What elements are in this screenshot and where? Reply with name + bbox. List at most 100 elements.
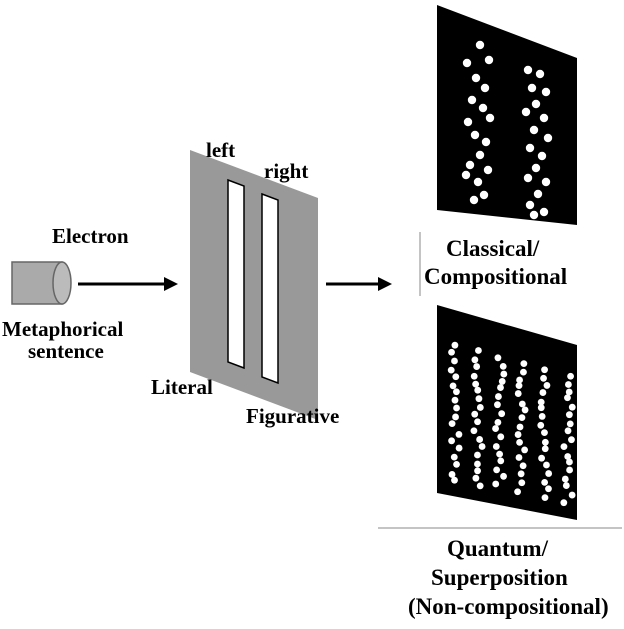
quantum-dot (518, 414, 526, 422)
classical-dot-pattern (461, 40, 553, 220)
quantum-dot (518, 479, 526, 487)
classical-dot (463, 117, 473, 127)
quantum-dot (492, 425, 499, 432)
quantum-label-line1: Quantum/ (447, 536, 549, 561)
quantum-dot (566, 420, 574, 428)
quantum-dot (470, 372, 478, 380)
quantum-dot (474, 460, 481, 468)
quantum-dot (474, 467, 481, 475)
quantum-dot (453, 404, 460, 412)
quantum-dot (537, 404, 545, 412)
quantum-dot (494, 401, 501, 409)
quantum-dot (451, 476, 458, 484)
classical-dot (533, 189, 543, 199)
quantum-dot (493, 466, 501, 474)
left-label: left (206, 138, 235, 162)
quantum-dot (514, 390, 522, 397)
arrow-to-screens (326, 277, 392, 291)
quantum-dot (560, 443, 568, 451)
quantum-dot (449, 382, 457, 390)
quantum-dot (538, 454, 545, 462)
quantum-dot (471, 356, 479, 364)
source-cylinder-icon (11, 261, 72, 305)
quantum-dot (515, 382, 523, 390)
quantum-dot (495, 393, 502, 400)
quantum-dot (564, 427, 572, 435)
classical-dot (479, 190, 489, 200)
quantum-dot (453, 460, 460, 468)
quantum-dot (515, 454, 523, 461)
classical-dot (521, 107, 531, 117)
double-slit-barrier (190, 150, 318, 420)
quantum-dot (518, 400, 526, 408)
quantum-dot (540, 374, 547, 382)
literal-label: Literal (151, 375, 213, 399)
quantum-label-line3: (Non-compositional) (408, 594, 609, 619)
quantum-dot (447, 366, 455, 374)
classical-dot (531, 163, 541, 173)
quantum-dot (452, 413, 459, 421)
classical-dot (473, 177, 483, 187)
classical-dot (523, 173, 533, 183)
quantum-dot (474, 418, 481, 426)
quantum-dot (471, 410, 479, 418)
classical-dot (539, 207, 549, 217)
classical-dot (469, 195, 479, 205)
quantum-dot (451, 396, 459, 404)
quantum-dot (562, 482, 570, 489)
quantum-dot-pattern (447, 341, 576, 507)
quantum-dot (473, 363, 481, 370)
source-label-line1: Metaphorical (2, 317, 123, 341)
quantum-dot (475, 347, 482, 354)
classical-dot (541, 177, 551, 187)
quantum-dot (537, 421, 545, 429)
quantum-dot (560, 499, 568, 507)
quantum-dot (561, 475, 569, 483)
quantum-dot (476, 436, 484, 443)
quantum-dot (448, 420, 456, 428)
classical-label-line2: Compositional (424, 264, 567, 289)
quantum-dot (516, 423, 524, 431)
quantum-dot (568, 403, 576, 411)
quantum-dot (472, 474, 480, 482)
classical-label-line1: Classical/ (446, 236, 540, 261)
quantum-dot (545, 470, 553, 477)
left-slit (227, 178, 245, 370)
classical-dot (461, 170, 471, 180)
quantum-dot (541, 479, 549, 486)
quantum-dot (478, 443, 486, 450)
quantum-screen (437, 305, 577, 520)
electron-label: Electron (52, 224, 129, 248)
quantum-dot (566, 458, 573, 466)
quantum-dot (541, 445, 549, 453)
classical-dot (478, 103, 488, 113)
quantum-dot (541, 429, 548, 437)
classical-dot (535, 69, 545, 79)
quantum-dot (543, 382, 551, 389)
quantum-dot (567, 372, 574, 380)
quantum-dot (519, 462, 527, 470)
quantum-dot (494, 354, 502, 362)
quantum-dot (541, 366, 548, 374)
classical-dot (484, 55, 494, 65)
quantum-dot (566, 466, 573, 474)
quantum-dot (450, 453, 458, 461)
quantum-dot (564, 453, 572, 460)
quantum-dot (565, 388, 573, 396)
quantum-dot (453, 388, 460, 396)
quantum-dot (541, 494, 549, 502)
classical-dot (475, 40, 485, 50)
arrow-to-barrier (78, 277, 178, 291)
right-slit (261, 192, 279, 385)
quantum-dot (537, 398, 545, 406)
right-label: right (264, 159, 308, 183)
quantum-dot (496, 450, 504, 458)
classical-screen (437, 5, 577, 225)
classical-dot (529, 210, 539, 220)
classical-dot (523, 65, 533, 75)
classical-dot (527, 83, 537, 93)
figurative-label: Figurative (246, 404, 339, 428)
classical-dot (471, 73, 481, 83)
quantum-dot (517, 470, 525, 478)
